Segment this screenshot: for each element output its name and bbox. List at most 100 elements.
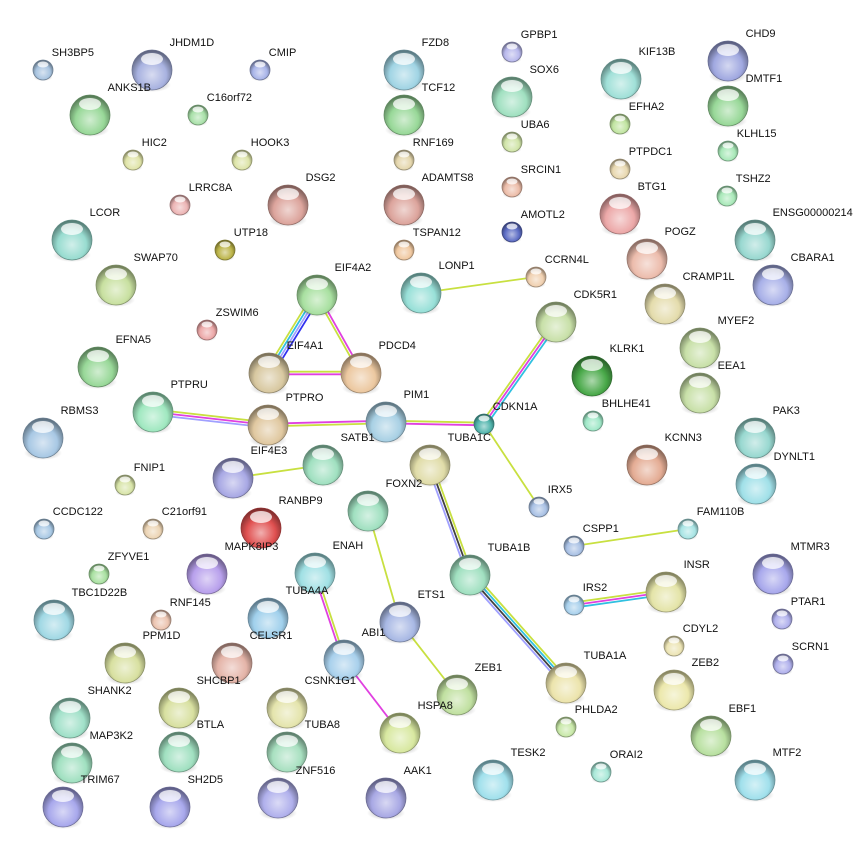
node-irx5[interactable]: IRX5 <box>528 484 572 518</box>
node-foxn2[interactable]: FOXN2 <box>347 478 422 533</box>
node-ptpro[interactable]: PTPRO <box>247 392 324 447</box>
node-anks1b[interactable]: ANKS1B <box>69 82 151 137</box>
node-eea1[interactable]: EEA1 <box>679 360 746 415</box>
node-csnk1g1[interactable]: CSNK1G1 <box>266 675 356 730</box>
node-rnf145[interactable]: RNF145 <box>150 597 211 631</box>
node-insr[interactable]: INSR <box>645 559 710 614</box>
node-uba6[interactable]: UBA6 <box>501 119 550 153</box>
node-trim67[interactable]: TRIM67 <box>42 774 120 829</box>
node-ptpdc1[interactable]: PTPDC1 <box>609 146 672 180</box>
node-tesk2[interactable]: TESK2 <box>472 747 545 802</box>
node-dynlt1[interactable]: DYNLT1 <box>735 451 815 506</box>
node-zeb1[interactable]: ZEB1 <box>436 662 502 717</box>
node-pak3[interactable]: PAK3 <box>734 405 800 460</box>
node-efha2[interactable]: EFHA2 <box>609 101 664 135</box>
node-tuba8[interactable]: TUBA8 <box>266 719 340 774</box>
node-eif4e3[interactable]: EIF4E3 <box>212 445 287 500</box>
node-chd9[interactable]: CHD9 <box>707 28 776 83</box>
node-tuba4a[interactable]: TUBA4A <box>247 585 329 640</box>
node-satb1[interactable]: SATB1 <box>302 432 375 487</box>
node-pim1[interactable]: PIM1 <box>365 389 429 444</box>
node-ppm1d[interactable]: PPM1D <box>104 630 181 685</box>
node-tuba1a[interactable]: TUBA1A <box>545 650 627 705</box>
node-abi1[interactable]: ABI1 <box>323 627 385 682</box>
node-phlda2[interactable]: PHLDA2 <box>555 704 618 738</box>
node-kcnn3[interactable]: KCNN3 <box>626 432 702 487</box>
node-eif4a1[interactable]: EIF4A1 <box>248 340 323 395</box>
node-cmip[interactable]: CMIP <box>249 47 296 81</box>
node-c16orf72[interactable]: C16orf72 <box>187 92 252 126</box>
node-pogz[interactable]: POGZ <box>626 226 696 281</box>
node-tuba1b[interactable]: TUBA1B <box>449 542 530 597</box>
node-rbms3[interactable]: RBMS3 <box>22 405 99 460</box>
node-dsg2[interactable]: DSG2 <box>267 172 336 227</box>
node-tuba1c[interactable]: TUBA1C <box>409 432 491 487</box>
node-lrrc8a[interactable]: LRRC8A <box>169 182 233 216</box>
node-bhlhe41[interactable]: BHLHE41 <box>582 398 651 432</box>
node-ensg00000214[interactable]: ENSG00000214 <box>734 207 853 262</box>
node-hspa8[interactable]: HSPA8 <box>379 700 453 755</box>
node-orai2[interactable]: ORAI2 <box>590 749 643 783</box>
node-adamts8[interactable]: ADAMTS8 <box>383 172 474 227</box>
node-efna5[interactable]: EFNA5 <box>77 334 151 389</box>
node-mtmr3[interactable]: MTMR3 <box>752 541 830 596</box>
node-lonp1[interactable]: LONP1 <box>400 260 475 315</box>
node-ccrn4l[interactable]: CCRN4L <box>525 254 589 288</box>
node-znf516[interactable]: ZNF516 <box>257 765 335 820</box>
node-enah[interactable]: ENAH <box>294 540 363 595</box>
node-myef2[interactable]: MYEF2 <box>679 315 754 370</box>
node-sox6[interactable]: SOX6 <box>491 64 559 119</box>
node-kif13b[interactable]: KIF13B <box>600 46 675 101</box>
node-klhl15[interactable]: KLHL15 <box>717 128 777 162</box>
node-fnip1[interactable]: FNIP1 <box>114 462 165 496</box>
node-dmtf1[interactable]: DMTF1 <box>707 73 782 128</box>
node-tshz2[interactable]: TSHZ2 <box>716 173 771 207</box>
node-ets1[interactable]: ETS1 <box>379 589 445 644</box>
node-tcf12[interactable]: TCF12 <box>383 82 455 137</box>
node-shank2[interactable]: SHANK2 <box>49 685 132 740</box>
node-tbc1d22b[interactable]: TBC1D22B <box>33 587 127 642</box>
node-celsr1[interactable]: CELSR1 <box>211 630 292 685</box>
node-scrn1[interactable]: SCRN1 <box>772 641 829 675</box>
node-shcbp1[interactable]: SHCBP1 <box>158 675 241 730</box>
node-hook3[interactable]: HOOK3 <box>231 137 289 171</box>
node-cspp1[interactable]: CSPP1 <box>563 523 619 557</box>
node-btla[interactable]: BTLA <box>158 719 225 774</box>
node-ebf1[interactable]: EBF1 <box>690 703 756 758</box>
node-lcor[interactable]: LCOR <box>51 207 120 262</box>
node-eif4a2[interactable]: EIF4A2 <box>296 262 371 317</box>
node-mapk8ip3[interactable]: MAPK8IP3 <box>186 541 278 596</box>
node-jhdm1d[interactable]: JHDM1D <box>131 37 214 92</box>
edge-cspp1-fam110b[interactable] <box>573 528 689 547</box>
node-ranbp9[interactable]: RANBP9 <box>240 495 323 550</box>
edge-cdkn1a-irx5[interactable] <box>483 423 540 508</box>
node-rnf169[interactable]: RNF169 <box>393 137 454 171</box>
node-hic2[interactable]: HIC2 <box>122 137 167 171</box>
node-sh2d5[interactable]: SH2D5 <box>149 774 223 829</box>
node-ccdc122[interactable]: CCDC122 <box>33 506 103 540</box>
node-zeb2[interactable]: ZEB2 <box>653 657 719 712</box>
node-srcin1[interactable]: SRCIN1 <box>501 164 561 198</box>
node-map3k2[interactable]: MAP3K2 <box>51 730 133 785</box>
node-cdkn1a[interactable]: CDKN1A <box>473 401 538 435</box>
node-fam110b[interactable]: FAM110B <box>677 506 744 540</box>
node-ptar1[interactable]: PTAR1 <box>771 596 825 630</box>
node-zfyve1[interactable]: ZFYVE1 <box>88 551 149 585</box>
node-c21orf91[interactable]: C21orf91 <box>142 506 207 540</box>
node-ptpru[interactable]: PTPRU <box>132 379 208 434</box>
node-cdyl2[interactable]: CDYL2 <box>663 623 718 657</box>
node-pdcd4[interactable]: PDCD4 <box>340 340 416 395</box>
node-fzd8[interactable]: FZD8 <box>383 37 449 92</box>
node-aak1[interactable]: AAK1 <box>365 765 432 820</box>
node-tspan12[interactable]: TSPAN12 <box>393 227 461 261</box>
node-klrk1[interactable]: KLRK1 <box>571 343 644 398</box>
node-mtf2[interactable]: MTF2 <box>734 747 801 802</box>
node-cdk5r1[interactable]: CDK5R1 <box>535 289 617 344</box>
node-cramp1l[interactable]: CRAMP1L <box>644 271 735 326</box>
node-cbara1[interactable]: CBARA1 <box>752 252 835 307</box>
node-amotl2[interactable]: AMOTL2 <box>501 209 565 243</box>
node-gpbp1[interactable]: GPBP1 <box>501 29 557 63</box>
node-sh3bp5[interactable]: SH3BP5 <box>32 47 94 81</box>
node-zswim6[interactable]: ZSWIM6 <box>196 307 259 341</box>
node-btg1[interactable]: BTG1 <box>599 181 666 236</box>
